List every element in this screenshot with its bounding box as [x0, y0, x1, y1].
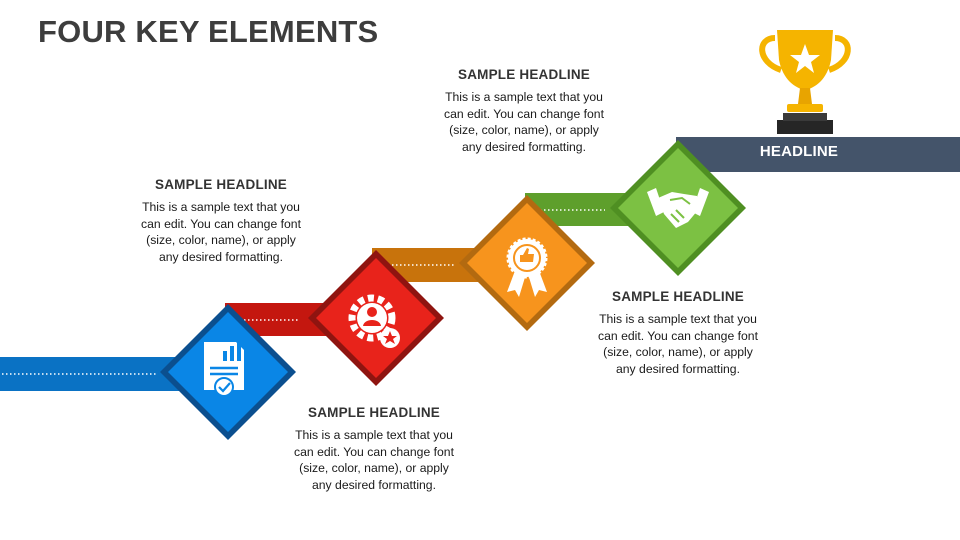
step-2-headline: SAMPLE HEADLINE — [154, 177, 287, 192]
report-certificate-icon — [204, 342, 244, 397]
headline-bar — [676, 137, 960, 172]
step-3-text-block: SAMPLE HEADLINE This is a sample text th… — [439, 67, 609, 155]
step-3-body: This is a sample text that you can edit.… — [444, 90, 604, 154]
step-3-headline: SAMPLE HEADLINE — [457, 67, 590, 82]
gear-person-star-icon — [348, 294, 400, 348]
step-2-diamond — [308, 250, 444, 386]
step-3-diamond — [459, 195, 595, 331]
trophy-icon — [759, 30, 851, 134]
step-4-body: This is a sample text that you can edit.… — [598, 312, 758, 376]
step-2-body: This is a sample text that you can edit.… — [141, 200, 301, 264]
step-4-headline: SAMPLE HEADLINE — [611, 289, 744, 304]
step-2-text-block: SAMPLE HEADLINE This is a sample text th… — [136, 177, 306, 265]
step-1-text-block: SAMPLE HEADLINE This is a sample text th… — [289, 405, 459, 493]
headline-bar-label: HEADLINE — [759, 143, 839, 160]
step-4-text-block: SAMPLE HEADLINE This is a sample text th… — [593, 289, 763, 377]
page-title: FOUR KEY ELEMENTS — [38, 14, 379, 49]
step-1-headline: SAMPLE HEADLINE — [307, 405, 440, 420]
step-1-diamond — [160, 304, 296, 440]
handshake-icon — [647, 188, 709, 228]
award-rosette-icon — [506, 237, 548, 297]
step-4-diamond — [610, 140, 746, 276]
step-1-body: This is a sample text that you can edit.… — [294, 428, 454, 492]
